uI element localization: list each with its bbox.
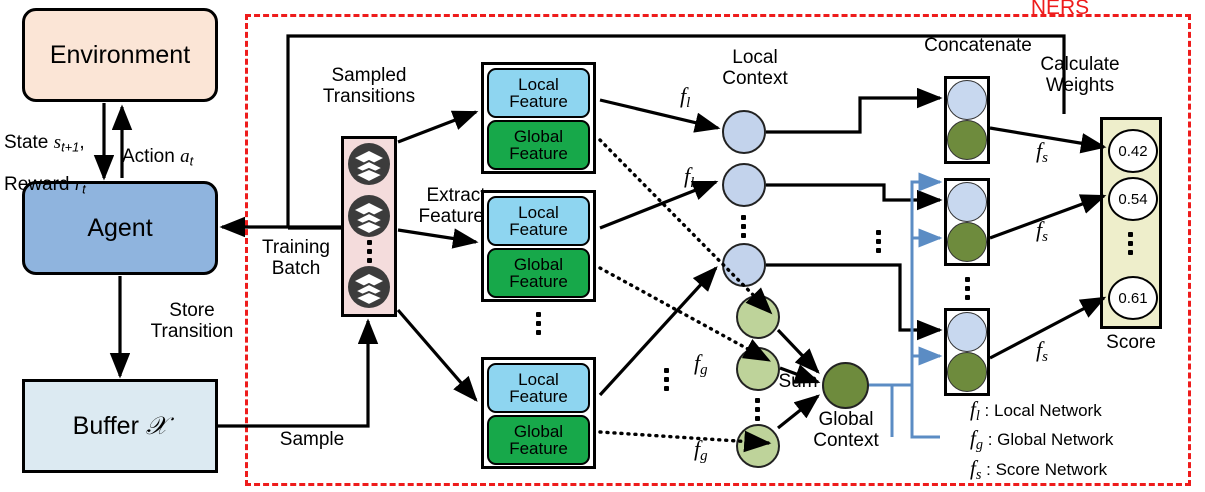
score-value: 0.42 xyxy=(1108,129,1158,173)
state-symbol: s xyxy=(53,131,62,153)
legend-text-global: : Global Network xyxy=(987,430,1114,450)
buffer-label: Buffer 𝒳 xyxy=(73,412,168,441)
buffer-text: Buffer xyxy=(72,411,146,440)
ners-dashed-region xyxy=(245,14,1191,486)
fg-label: fg xyxy=(694,436,708,465)
reward-text: Reward xyxy=(4,173,75,195)
concatenate-ellipsis xyxy=(965,277,970,300)
feature-blocks-ellipsis xyxy=(536,312,541,335)
legend-text-score: : Score Network xyxy=(986,459,1108,479)
concat-global-slot xyxy=(947,352,987,392)
concatenate-box[interactable] xyxy=(944,308,990,396)
fs-label: fs xyxy=(1036,337,1048,366)
environment-label: Environment xyxy=(49,40,191,69)
global-context-node[interactable] xyxy=(822,362,869,409)
reward-symbol: r xyxy=(74,173,83,195)
state-comma: , xyxy=(79,131,85,153)
global-feature-node[interactable] xyxy=(736,424,780,468)
layers-icon xyxy=(347,142,391,186)
global-nodes-ellipsis xyxy=(755,398,760,421)
legend-sym-fl: fl xyxy=(970,397,980,424)
local-context-node[interactable] xyxy=(722,110,766,154)
agent-box[interactable]: Agent xyxy=(22,181,218,275)
concat-local-slot xyxy=(947,182,987,222)
fl-label: fl xyxy=(684,163,695,192)
sum-label: Sum xyxy=(778,371,818,392)
fs-label: fs xyxy=(1036,217,1048,246)
buffer-box[interactable]: Buffer 𝒳 xyxy=(22,379,218,473)
feature-rows-ellipsis xyxy=(664,368,669,391)
local-context-node[interactable] xyxy=(722,243,766,287)
action-text: Action xyxy=(122,145,181,167)
state-reward-label: State st+1, Reward rt xyxy=(0,112,122,196)
concat-local-slot xyxy=(947,80,987,120)
sample-label: Sample xyxy=(279,429,345,450)
legend-item-score: fs : Score Network xyxy=(970,455,1113,484)
score-ellipsis xyxy=(1128,232,1133,255)
local-context-node[interactable] xyxy=(722,163,766,207)
concatenate-box[interactable] xyxy=(944,76,990,164)
concat-global-slot xyxy=(947,222,987,262)
global-feature-node[interactable] xyxy=(736,295,780,339)
concat-local-slot xyxy=(947,312,987,352)
concat-global-slot xyxy=(947,120,987,160)
legend-text-local: : Local Network xyxy=(984,401,1102,420)
action-label: Action at xyxy=(122,126,232,168)
ners-title: NERS xyxy=(1030,0,1090,19)
legend-sym-fg: fg xyxy=(970,426,983,454)
reward-subscript: t xyxy=(82,181,86,197)
fl-label: fl xyxy=(680,83,691,112)
environment-box[interactable]: Environment xyxy=(22,8,218,102)
layers-icon xyxy=(347,265,391,309)
legend-item-global: fg : Global Network xyxy=(970,425,1113,454)
concatenate-label: Concatenate xyxy=(924,35,1032,56)
action-symbol: a xyxy=(180,145,190,167)
score-value: 0.61 xyxy=(1108,276,1158,320)
legend-sym-fs: fs xyxy=(970,455,982,483)
layers-icon xyxy=(347,194,391,238)
state-text: State xyxy=(4,131,54,153)
state-subscript: t+1 xyxy=(61,139,80,155)
fs-label: fs xyxy=(1036,138,1048,167)
agent-label: Agent xyxy=(87,213,153,242)
concatenate-box[interactable] xyxy=(944,178,990,266)
sampled-transitions-ellipsis xyxy=(367,240,372,263)
score-label: Score xyxy=(1106,332,1156,353)
legend-item-local: fl : Local Network xyxy=(970,396,1113,425)
concat-column-ellipsis xyxy=(876,230,881,253)
action-subscript: t xyxy=(189,153,194,169)
legend: fl : Local Network fg : Global Network f… xyxy=(970,396,1113,484)
fg-label: fg xyxy=(694,350,708,379)
local-context-ellipsis xyxy=(741,215,746,238)
score-value: 0.54 xyxy=(1108,177,1158,221)
buffer-symbol: 𝒳 xyxy=(145,412,168,440)
